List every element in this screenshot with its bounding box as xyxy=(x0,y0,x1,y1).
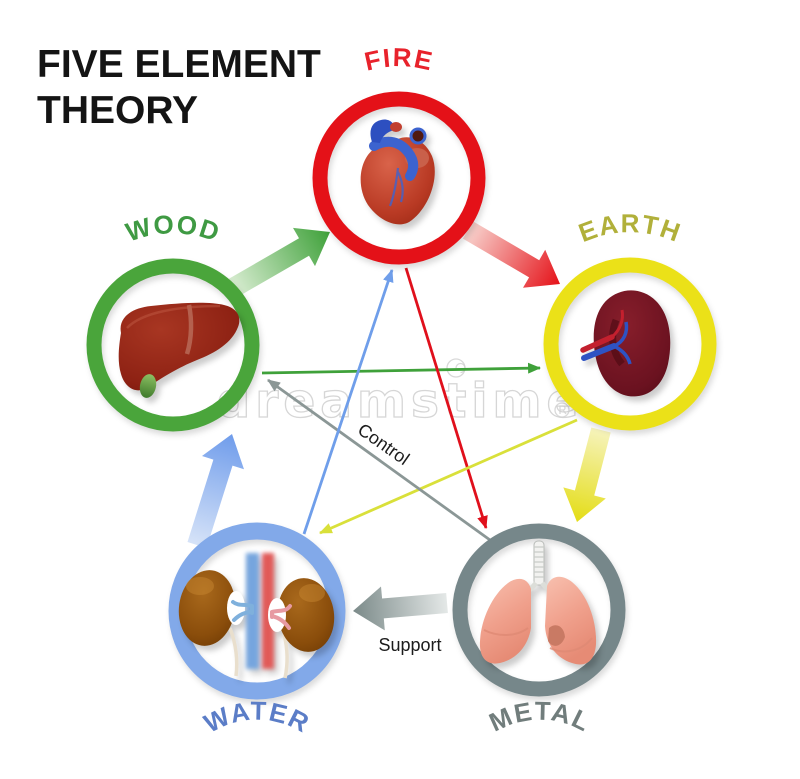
support-arrow-water-to-wood xyxy=(187,434,244,548)
fire-circle xyxy=(312,91,486,265)
metal-label: METAL xyxy=(485,696,596,738)
kidneys-illustration xyxy=(178,553,335,679)
page-title-line1: FIVE ELEMENT xyxy=(37,43,321,86)
earth-circle xyxy=(543,257,717,431)
support-arrow-fire-to-earth xyxy=(462,221,560,288)
control-arrow-fire-to-metal xyxy=(404,267,488,530)
support-arrow-wood-to-fire xyxy=(228,227,330,297)
support-arrow-earth-to-metal xyxy=(563,427,611,522)
page-title-line2: THEORY xyxy=(37,88,199,132)
water-label: WATER xyxy=(199,696,315,739)
control-arrow-metal-to-wood xyxy=(267,378,491,542)
control-arrow-water-to-fire xyxy=(302,268,394,535)
control-arrow-earth-to-water xyxy=(319,418,578,535)
liver-illustration xyxy=(118,302,240,398)
earth-label-text: EARTH xyxy=(575,208,684,248)
fire-label-text: FIRE xyxy=(362,42,435,77)
metal-label-text: METAL xyxy=(485,696,595,738)
page-title: FIVE ELEMENT THEORY xyxy=(37,42,321,133)
earth-label: EARTH xyxy=(575,208,686,248)
water-label-text: WATER xyxy=(199,696,313,739)
watermark-registered-icon xyxy=(554,402,570,418)
wood-label-text: WOOD xyxy=(122,209,223,248)
control-arrow-wood-to-earth xyxy=(261,362,542,375)
wood-label: WOOD xyxy=(122,209,224,248)
support-arrow-metal-to-water xyxy=(353,586,448,631)
water-circle xyxy=(168,522,346,700)
support-label: Support xyxy=(378,635,441,655)
lungs-illustration xyxy=(479,540,597,665)
wood-circle xyxy=(86,258,260,432)
fire-label: FIRE xyxy=(362,42,437,77)
heart-illustration xyxy=(360,119,435,225)
metal-circle xyxy=(452,523,626,697)
control-cycle xyxy=(261,267,578,542)
support-cycle xyxy=(187,221,611,631)
spleen-illustration xyxy=(580,290,671,397)
